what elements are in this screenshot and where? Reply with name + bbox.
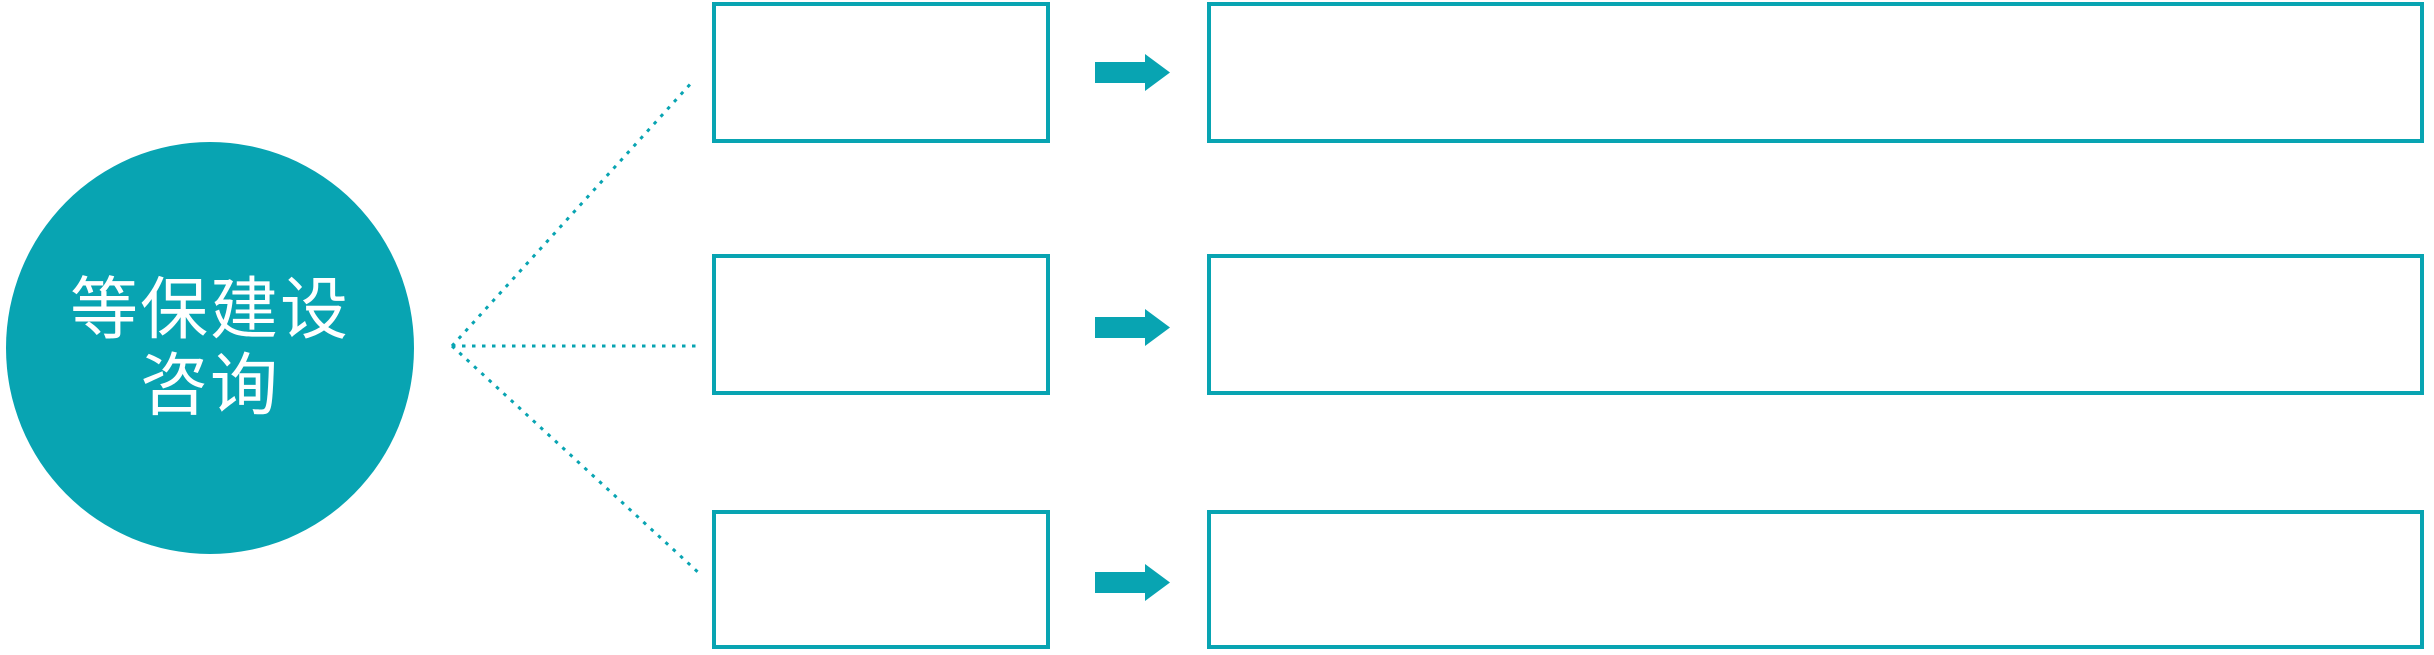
center-node-label-line1: 等保建设 bbox=[69, 272, 350, 348]
detail-box-1-label bbox=[1211, 6, 2420, 139]
right-arrow-icon bbox=[1095, 564, 1170, 601]
step-box-1 bbox=[712, 2, 1050, 143]
center-node-label-line2: 咨询 bbox=[139, 348, 280, 424]
detail-box-2 bbox=[1207, 254, 2424, 395]
dotted-connector-top bbox=[450, 78, 696, 348]
right-arrow-icon bbox=[1095, 309, 1170, 346]
step-box-3-label bbox=[716, 514, 1046, 645]
step-box-1-label bbox=[716, 6, 1046, 139]
detail-box-1 bbox=[1207, 2, 2424, 143]
step-box-3 bbox=[712, 510, 1050, 649]
right-arrow-icon bbox=[1095, 54, 1170, 91]
center-node-circle: 等保建设 咨询 bbox=[6, 142, 414, 554]
detail-box-2-label bbox=[1211, 258, 2420, 391]
detail-box-3-label bbox=[1211, 514, 2420, 645]
step-box-2 bbox=[712, 254, 1050, 395]
dotted-connector-bottom bbox=[450, 344, 702, 576]
detail-box-3 bbox=[1207, 510, 2424, 649]
step-box-2-label bbox=[716, 258, 1046, 391]
